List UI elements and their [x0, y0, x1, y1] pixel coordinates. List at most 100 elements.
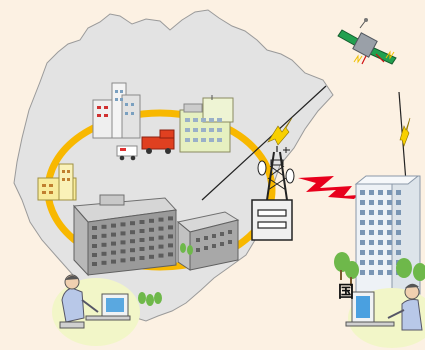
- building-window: [158, 253, 164, 258]
- building-window: [120, 249, 126, 254]
- building-window: [387, 260, 392, 265]
- building-window: [378, 200, 383, 205]
- satellite-icon: [337, 18, 397, 65]
- building-window: [92, 262, 97, 266]
- building-window: [101, 251, 107, 256]
- building-window: [158, 235, 164, 240]
- building-window: [111, 232, 116, 237]
- branch-office-building: [37, 163, 77, 201]
- prefectural-office-building: [72, 194, 178, 277]
- town-hall-building: [92, 82, 141, 139]
- building-window: [378, 190, 383, 195]
- national-label: 国: [337, 282, 354, 301]
- building-window: [149, 254, 154, 259]
- lightning-left: [267, 117, 293, 146]
- building-window: [387, 210, 392, 215]
- building-window: [149, 227, 154, 232]
- building-window: [111, 241, 116, 246]
- building-window: [396, 230, 401, 235]
- operator-left: [52, 274, 140, 346]
- police-building: [176, 211, 240, 271]
- building-window: [139, 220, 145, 224]
- building-window: [149, 245, 154, 250]
- building-window: [111, 223, 116, 228]
- building-window: [130, 239, 135, 244]
- building-window: [387, 250, 392, 255]
- building-window: [120, 240, 126, 245]
- building-window: [360, 270, 365, 275]
- national-trees: [334, 252, 425, 286]
- building-window: [396, 210, 401, 215]
- building-window: [360, 240, 365, 245]
- building-window: [369, 240, 374, 245]
- building-window: [360, 230, 365, 235]
- building-window: [378, 240, 383, 245]
- building-window: [396, 200, 401, 205]
- building-window: [387, 230, 392, 235]
- building-window: [168, 225, 173, 230]
- building-window: [111, 250, 116, 255]
- building-window: [378, 260, 383, 265]
- operator-right: [345, 283, 425, 348]
- building-window: [387, 220, 392, 225]
- building-window: [387, 200, 392, 205]
- building-window: [369, 220, 374, 225]
- building-window: [360, 210, 365, 215]
- uplink-line-left: [201, 85, 327, 201]
- building-window: [378, 230, 383, 235]
- operator-left-trees: [138, 292, 162, 306]
- building-window: [158, 217, 164, 222]
- building-window: [101, 224, 107, 229]
- building-window: [387, 240, 392, 245]
- building-window: [130, 230, 135, 235]
- building-window: [369, 190, 374, 195]
- national-office-building: [354, 175, 421, 295]
- building-window: [92, 253, 97, 257]
- building-window: [149, 218, 154, 223]
- building-window: [111, 259, 116, 264]
- building-window: [92, 235, 97, 239]
- building-window: [139, 238, 145, 242]
- building-window: [139, 247, 145, 251]
- building-window: [92, 226, 97, 230]
- building-window: [130, 257, 135, 262]
- building-window: [120, 231, 126, 236]
- building-window: [378, 270, 383, 275]
- building-window: [168, 243, 173, 248]
- building-window: [120, 258, 126, 263]
- building-window: [360, 190, 365, 195]
- radio-tower: [257, 146, 295, 201]
- building-window: [168, 252, 173, 257]
- building-window: [360, 250, 365, 255]
- building-window: [130, 248, 135, 253]
- building-window: [396, 190, 401, 195]
- building-window: [396, 240, 401, 245]
- building-window: [139, 229, 145, 233]
- ground-station: [251, 199, 293, 241]
- building-window: [101, 260, 107, 265]
- building-window: [369, 210, 374, 215]
- building-window: [360, 260, 365, 265]
- fire-department-building: [179, 95, 234, 153]
- ring-trees: [180, 243, 193, 255]
- building-window: [396, 250, 401, 255]
- building-window: [378, 220, 383, 225]
- building-window: [92, 244, 97, 248]
- lightning-right: [399, 117, 411, 147]
- fire-truck: [141, 129, 175, 154]
- building-window: [369, 200, 374, 205]
- building-window: [387, 190, 392, 195]
- building-window: [369, 230, 374, 235]
- building-window: [378, 210, 383, 215]
- building-window: [158, 244, 164, 249]
- building-window: [369, 250, 374, 255]
- building-window: [168, 234, 173, 239]
- building-window: [149, 236, 154, 241]
- building-window: [101, 242, 107, 247]
- building-window: [360, 220, 365, 225]
- radio-link-bolt: [298, 176, 358, 199]
- building-window: [120, 222, 126, 227]
- building-window: [378, 250, 383, 255]
